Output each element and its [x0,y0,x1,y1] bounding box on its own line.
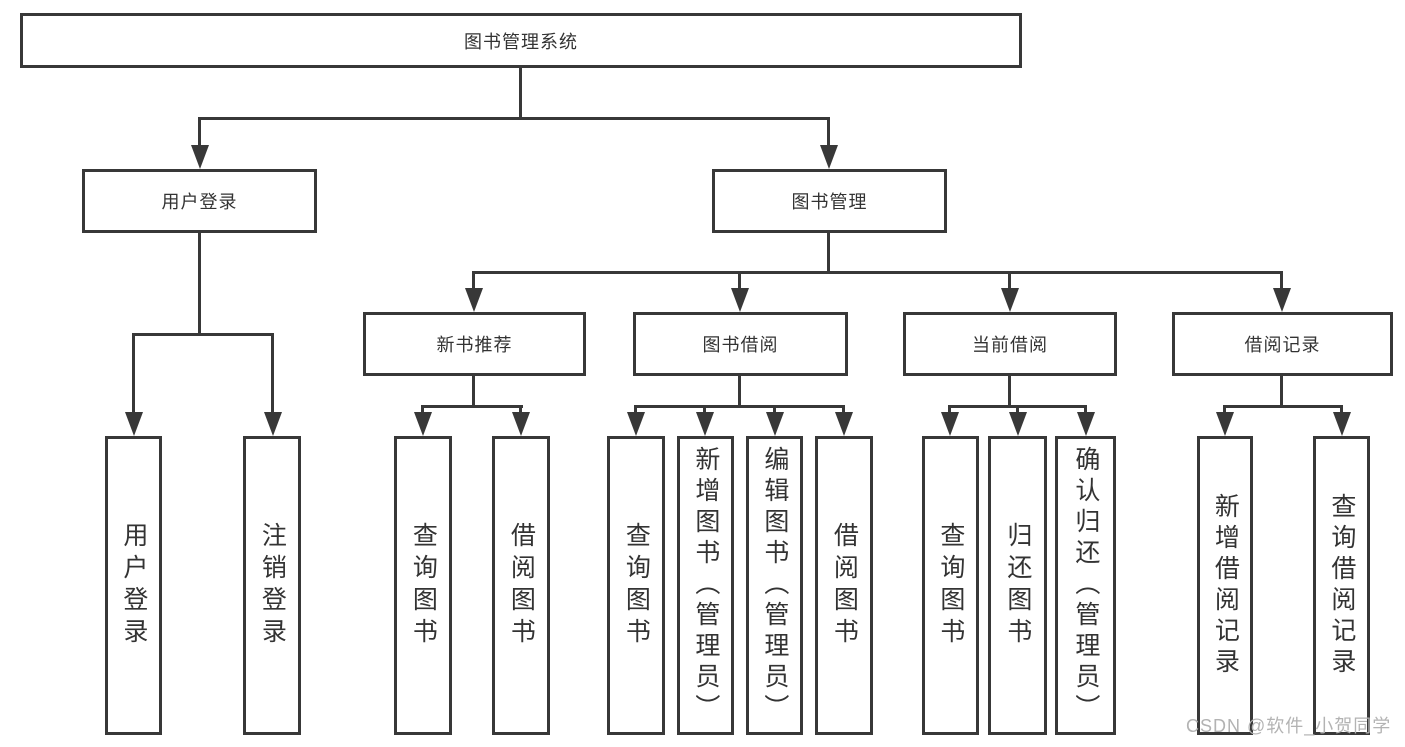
connector-stem-cb-confirm [1084,405,1087,415]
arrow-nb-query [414,412,432,436]
leaf-nb-borrow-books-label: 借阅图书 [507,521,536,650]
leaf-cb-query-books: 查询图书 [922,436,979,735]
connector-stem-user-login [198,117,201,148]
connector-level3-rail [472,271,1283,274]
node-book-borrow: 图书借阅 [633,312,848,376]
leaf-cb-query-books-label: 查询图书 [936,521,965,650]
connector-stem-book-borrow [738,271,741,292]
arrow-user-login [191,145,209,169]
arrow-cb-query [941,412,959,436]
leaf-nb-query-books-label: 查询图书 [409,521,438,650]
arrow-leaf-logout [264,412,282,436]
connector-stem-new-book [472,271,475,292]
connector-stem-cb-return [1016,405,1019,415]
connector-user-login-stem [198,233,201,336]
arrow-bb-query [627,412,645,436]
connector-stem-current-borrow [1008,271,1011,292]
connector-new-book-rail [421,405,523,408]
node-user-login-label: 用户登录 [161,192,238,212]
node-new-book-rec: 新书推荐 [363,312,586,376]
connector-stem-leaf-logout [271,333,274,414]
leaf-bb-query-books-label: 查询图书 [622,521,651,650]
node-borrow-record: 借阅记录 [1172,312,1393,376]
connector-borrow-record-stem2 [1280,376,1283,408]
arrow-cb-confirm [1077,412,1095,436]
leaf-bb-borrow-books-label: 借阅图书 [830,521,859,650]
node-root: 图书管理系统 [20,13,1022,68]
leaf-bb-borrow-books: 借阅图书 [815,436,873,735]
leaf-cb-confirm-return-admin: 确认归还（管理员） [1055,436,1116,735]
arrow-nb-borrow [512,412,530,436]
leaf-cb-return-books: 归还图书 [988,436,1047,735]
connector-borrow-record-rail [1223,405,1343,408]
connector-book-borrow-rail [634,405,845,408]
connector-stem-bb-borrow [842,405,845,415]
arrow-bb-borrow [835,412,853,436]
connector-current-borrow-stem2 [1008,376,1011,408]
node-root-label: 图书管理系统 [464,31,578,52]
leaf-bb-query-books: 查询图书 [607,436,665,735]
arrow-borrow-record [1273,288,1291,312]
connector-stem-bb-query [634,405,637,415]
node-current-borrow-label: 当前借阅 [972,335,1048,355]
leaf-br-add-record-label: 新增借阅记录 [1211,492,1240,679]
connector-new-book-stem [472,376,475,408]
leaf-nb-borrow-books: 借阅图书 [492,436,550,735]
node-user-login: 用户登录 [82,169,317,233]
node-book-mgmt-label: 图书管理 [791,192,868,212]
node-borrow-record-label: 借阅记录 [1244,335,1321,355]
leaf-bb-edit-books-admin-label: 编辑图书（管理员） [760,446,789,725]
node-book-mgmt: 图书管理 [712,169,947,233]
connector-stem-book-mgmt [827,117,830,148]
arrow-book-borrow [731,288,749,312]
node-current-borrow: 当前借阅 [903,312,1117,376]
leaf-cb-confirm-return-admin-label: 确认归还（管理员） [1071,446,1100,725]
leaf-bb-add-books-admin: 新增图书（管理员） [677,436,734,735]
node-new-book-rec-label: 新书推荐 [436,335,513,355]
connector-stem-br-query [1340,405,1343,415]
leaf-bb-add-books-admin-label: 新增图书（管理员） [691,446,720,725]
arrow-new-book [465,288,483,312]
connector-stem-bb-add [703,405,706,415]
connector-book-borrow-stem2 [738,376,741,408]
leaf-user-login-label: 用户登录 [119,521,148,650]
leaf-br-add-record: 新增借阅记录 [1197,436,1253,735]
arrow-cb-return [1009,412,1027,436]
leaf-nb-query-books: 查询图书 [394,436,452,735]
leaf-user-login: 用户登录 [105,436,162,735]
connector-stem-cb-query [948,405,951,415]
node-book-borrow-label: 图书借阅 [702,335,779,355]
connector-root-stem [519,68,522,119]
csdn-watermark: CSDN @软件_小贺同学 [1186,716,1392,736]
arrow-bb-edit [766,412,784,436]
leaf-cb-return-books-label: 归还图书 [1003,521,1032,650]
connector-stem-nb-borrow [519,405,522,415]
leaf-br-query-record: 查询借阅记录 [1313,436,1370,735]
leaf-bb-edit-books-admin: 编辑图书（管理员） [746,436,803,735]
arrow-br-add [1216,412,1234,436]
leaf-logout-label: 注销登录 [258,521,287,650]
arrow-current-borrow [1001,288,1019,312]
arrow-br-query [1333,412,1351,436]
connector-user-login-rail [132,333,274,336]
connector-stem-nb-query [421,405,424,415]
arrow-book-mgmt [820,145,838,169]
arrow-bb-add [696,412,714,436]
connector-level2-rail [198,117,830,120]
connector-stem-bb-edit [773,405,776,415]
connector-stem-borrow-record [1280,271,1283,292]
arrow-leaf-login [125,412,143,436]
connector-stem-br-add [1223,405,1226,415]
connector-stem-leaf-login [132,333,135,414]
leaf-logout: 注销登录 [243,436,301,735]
connector-book-mgmt-stem [827,233,830,274]
leaf-br-query-record-label: 查询借阅记录 [1327,492,1356,679]
